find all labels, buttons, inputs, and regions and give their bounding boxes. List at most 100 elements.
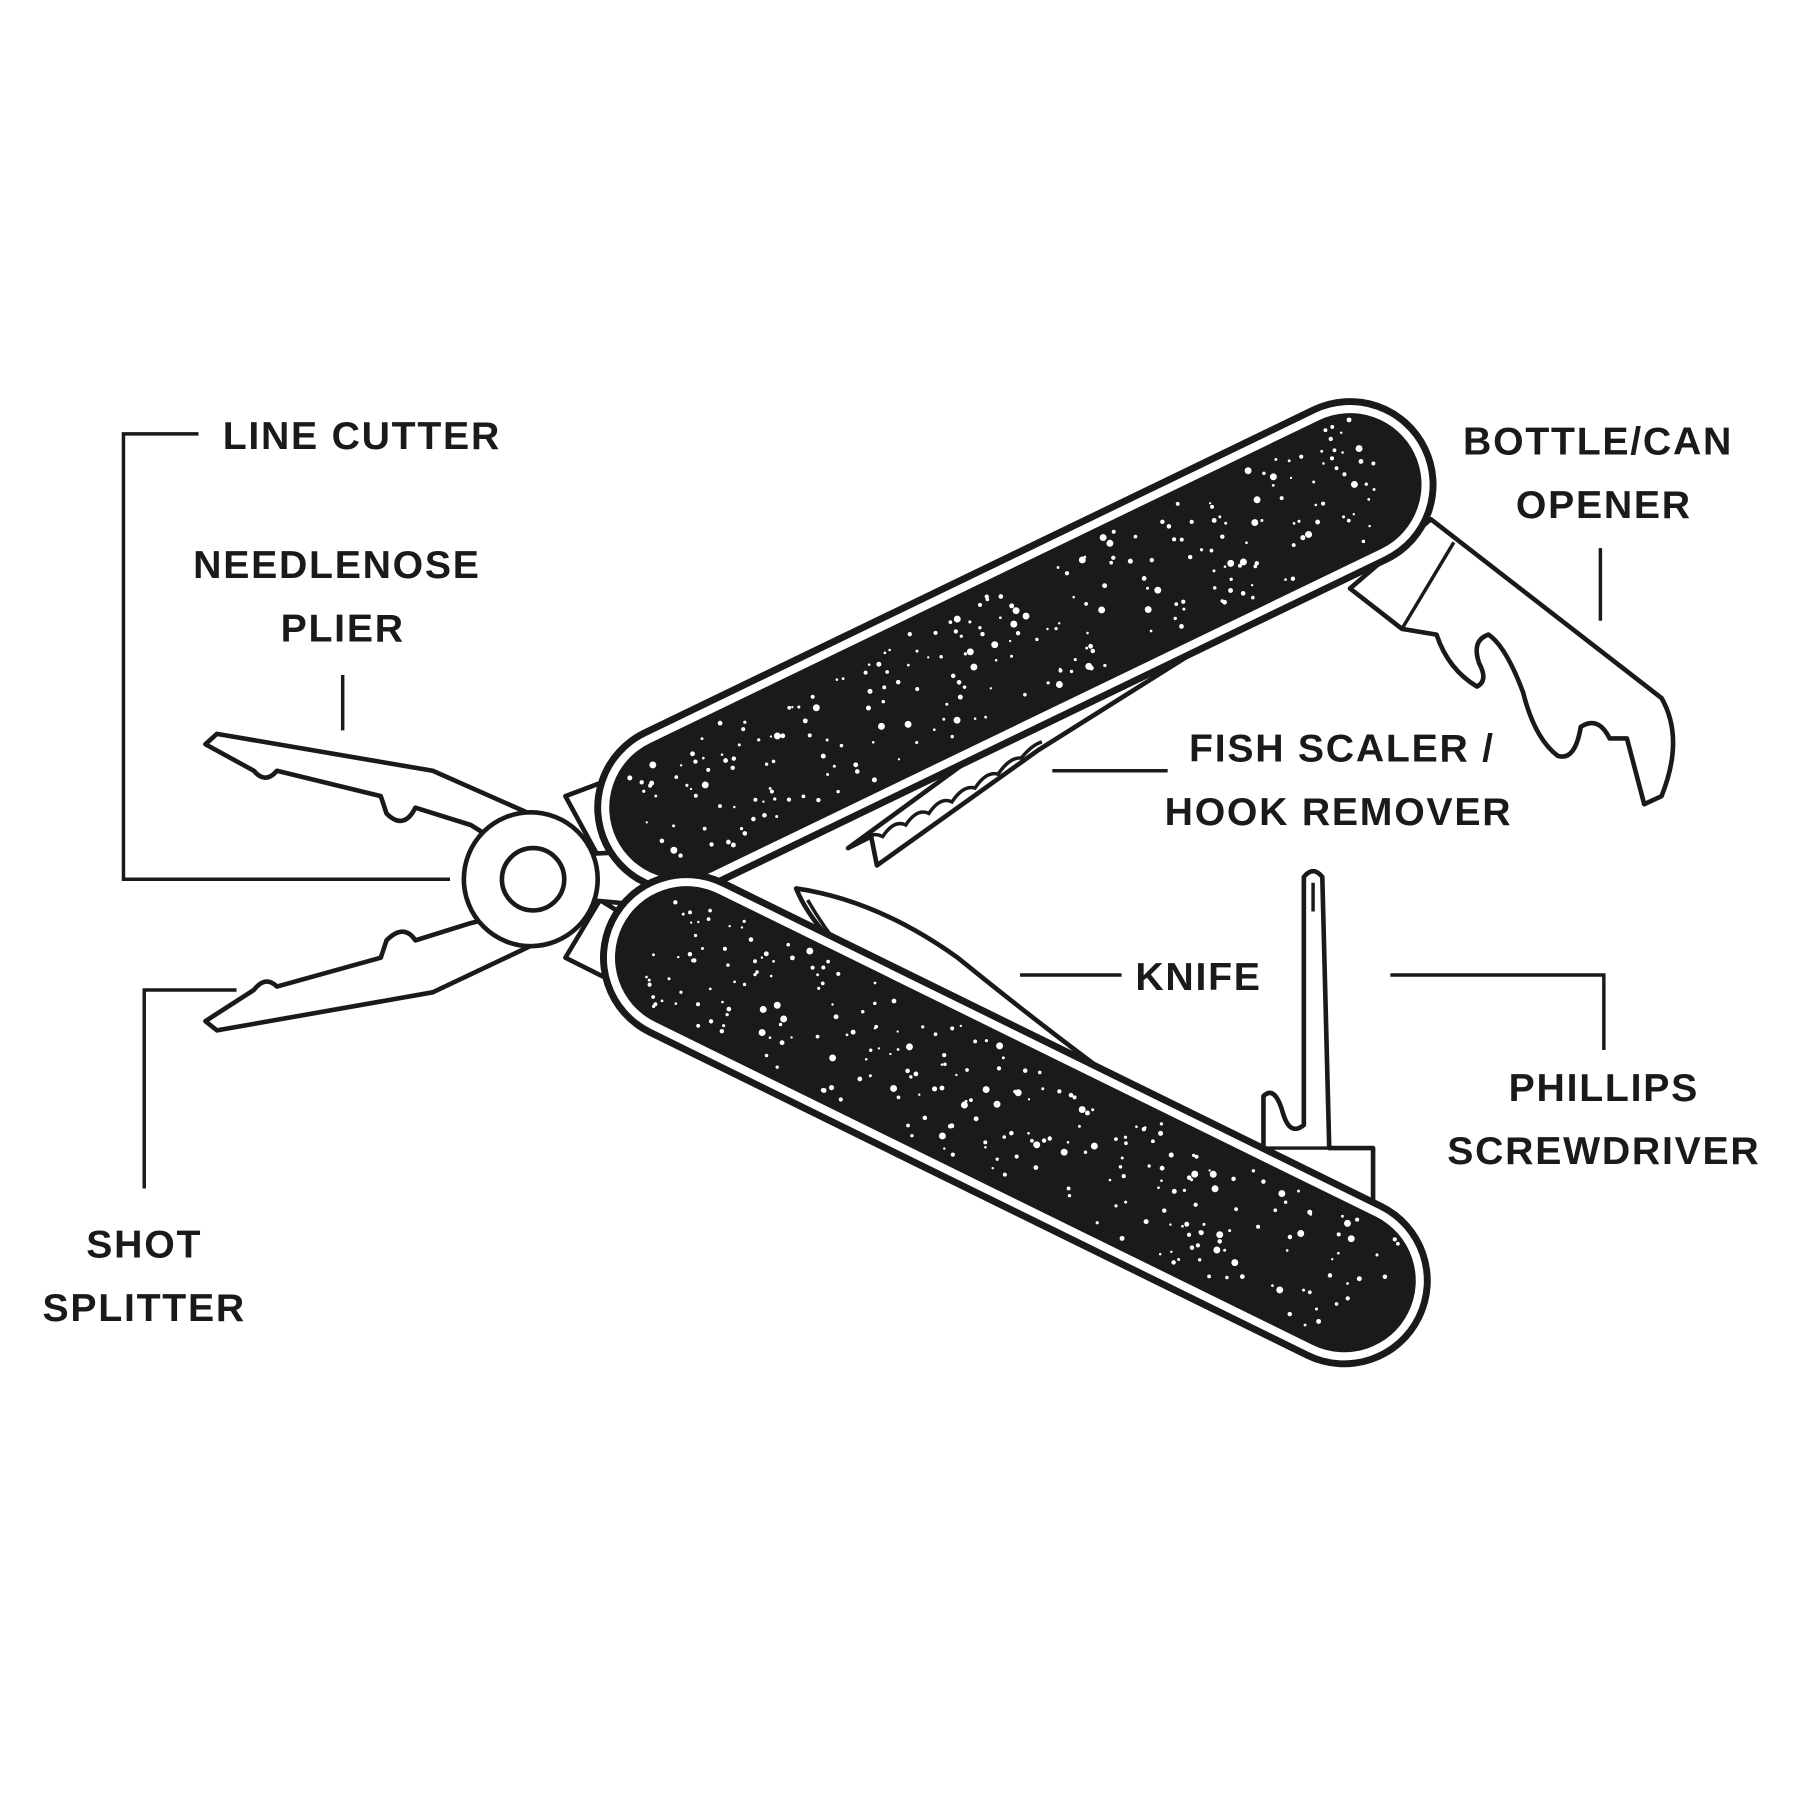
speckle (845, 1033, 849, 1037)
speckle (854, 769, 860, 774)
speckle (816, 973, 820, 977)
speckle (1355, 445, 1363, 453)
speckle (864, 1057, 868, 1061)
speckle (942, 1053, 947, 1058)
speckle (1111, 529, 1116, 534)
speckle (1239, 1274, 1245, 1279)
speckle (1287, 1234, 1293, 1240)
speckle (1287, 459, 1291, 463)
speckle (983, 1140, 988, 1145)
speckle (873, 1001, 877, 1006)
speckle (863, 670, 868, 675)
speckle (895, 679, 901, 685)
speckle (826, 773, 830, 776)
speckle (1304, 532, 1308, 536)
speckle (993, 1100, 1001, 1108)
speckle (1095, 1221, 1099, 1225)
speckle (1179, 624, 1184, 629)
speckle (651, 995, 655, 999)
speckle (1172, 537, 1177, 542)
speckle (1090, 1142, 1098, 1150)
speckle (885, 670, 890, 674)
speckle (1133, 534, 1138, 539)
speckle (1382, 1274, 1388, 1280)
speckle (1158, 1130, 1164, 1136)
speckle (1192, 1153, 1196, 1157)
speckle (1372, 488, 1376, 491)
speckle (691, 958, 695, 963)
speckle (1106, 539, 1114, 547)
speckle (1067, 1193, 1072, 1198)
speckle (1256, 1224, 1261, 1229)
speckle (1198, 1230, 1204, 1236)
speckle (1159, 1165, 1165, 1171)
speckle (1229, 577, 1233, 581)
speckle (1346, 1220, 1351, 1224)
speckle (835, 678, 839, 681)
speckle (831, 1003, 834, 1006)
speckle (1371, 461, 1376, 466)
speckle (998, 594, 1004, 599)
speckle (706, 767, 711, 772)
speckle (742, 831, 748, 836)
speckle (1209, 548, 1214, 553)
speckle (763, 951, 769, 957)
speckle (1285, 1249, 1289, 1252)
speckle (1225, 1275, 1229, 1280)
label-screwdriver: SCREWDRIVER (1447, 1129, 1760, 1173)
speckle (1212, 586, 1217, 590)
speckle (1186, 1175, 1192, 1180)
speckle (667, 977, 671, 981)
speckle (1058, 668, 1063, 673)
speckle (787, 705, 792, 710)
speckle (861, 1010, 865, 1014)
speckle (780, 1015, 788, 1023)
speckle (1330, 425, 1335, 429)
speckle (1124, 1141, 1128, 1146)
speckle (1182, 607, 1186, 611)
speckle (915, 687, 920, 692)
speckle (810, 965, 815, 970)
speckle (701, 756, 705, 760)
speckle (1160, 519, 1165, 525)
speckle (978, 626, 982, 630)
speckle (806, 947, 814, 955)
speckle (1103, 663, 1107, 668)
speckle (921, 1025, 925, 1029)
speckle (1271, 1284, 1274, 1288)
speckle (1332, 448, 1337, 453)
speckle (836, 789, 840, 794)
speckle (773, 797, 777, 801)
speckle (1033, 1141, 1041, 1149)
speckle (905, 1068, 910, 1074)
speckle (984, 1145, 987, 1149)
speckle (1072, 1095, 1077, 1100)
speckle (653, 1002, 658, 1007)
speckle (949, 1123, 955, 1129)
speckle (1213, 1246, 1221, 1254)
speckle (1327, 1273, 1333, 1278)
speckle (753, 972, 757, 977)
speckle (723, 758, 728, 763)
speckle (706, 917, 711, 922)
speckle (965, 1068, 969, 1072)
speckle (904, 720, 912, 728)
speckle (673, 900, 678, 905)
speckle (1001, 1056, 1005, 1060)
speckle (769, 789, 774, 794)
speckle (1193, 1202, 1198, 1207)
speckle (963, 652, 968, 656)
speckle (760, 956, 764, 959)
speckle (717, 804, 722, 809)
speckle (891, 998, 897, 1004)
speckle (998, 616, 1002, 620)
speckle (708, 908, 712, 913)
label-line-cutter: LINE CUTTER (223, 414, 501, 458)
speckle (722, 946, 727, 951)
speckle (1339, 431, 1343, 434)
speckle (1023, 692, 1027, 697)
speckle (1066, 1140, 1070, 1144)
label-phillips: PHILLIPS (1509, 1066, 1699, 1110)
speckle (877, 1047, 881, 1050)
speckle (1157, 1186, 1160, 1190)
